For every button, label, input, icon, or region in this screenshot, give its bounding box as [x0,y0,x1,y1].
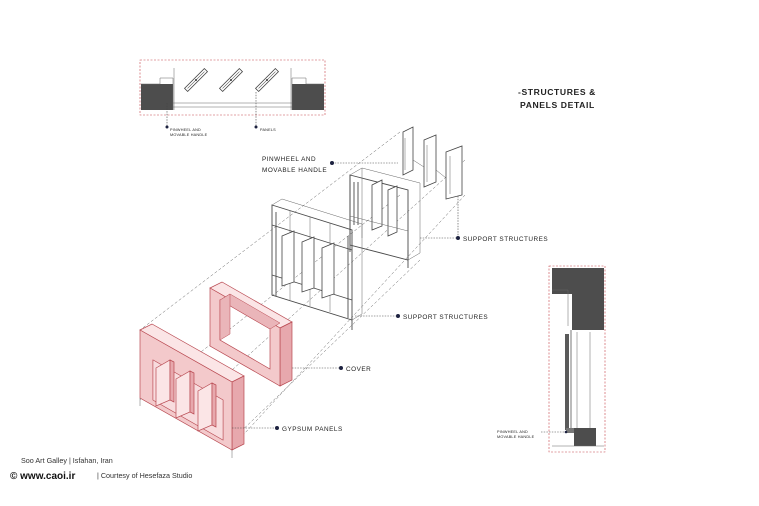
support-lower-label: SUPPORT STRUCTURES [403,314,488,321]
plan-panel-1 [183,67,209,93]
gypsum-side-face [231,375,245,451]
upper-support-panel-2 [387,185,398,237]
section-floor-block [574,428,596,446]
upper-support-structure [349,167,421,268]
plan-panel-2 [218,67,244,93]
detail-title-line-2: PANELS DETAIL [520,100,595,110]
lower-support-panel-2 [301,236,315,293]
plan-left-wall-outline [141,77,174,110]
plan-panels-label: PANELS [260,128,276,132]
pinwheel-panel-group [402,126,463,200]
plan-detail-frame [139,59,326,116]
projection-line-5 [231,259,421,441]
cover-frame [209,281,293,387]
plan-right-wall [292,84,324,110]
pinwheel-panel-2 [423,134,437,188]
upper-support-depth [349,167,421,261]
section-wall-outline [552,289,569,326]
site-credit[interactable]: © www.caoi.ir [10,471,75,482]
support-upper-label: SUPPORT STRUCTURES [463,236,548,243]
project-credit: Soo Art Galley | Isfahan, Iran [21,456,113,465]
leader-dot-icon [339,366,343,370]
plan-right-wall-outline [291,77,324,110]
pinwheel-panel-3 [445,145,463,200]
section-pinwheel-label-2: MOVABLE HANDLE [497,435,535,439]
detail-title-line-1: -STRUCTURES & [518,87,596,97]
pinwheel-label-1: PINWHEEL AND [262,156,316,163]
exploded-axonometric: PINWHEEL AND MOVABLE HANDLE SUPPORT STRU… [139,126,548,458]
upper-support-panel-1 [371,179,383,231]
cover-side-face [279,321,293,387]
projection-line-1 [139,131,401,331]
lower-support-structure [271,198,363,330]
gypsum-panel-2 [175,370,191,419]
gypsum-panels-wall [139,323,245,458]
lower-support-panel-1 [281,230,295,287]
lower-support-panel-3 [321,242,335,299]
projection-line-4 [231,194,466,448]
section-detail-frame [548,265,606,453]
pinwheel-panel-1 [402,126,414,176]
leader-dot-icon [275,426,279,430]
plan-panel-3 [254,67,280,93]
gypsum-panel-1 [155,359,171,407]
section-pinwheel-label-1: PINWHEEL AND [497,430,528,434]
leader-dot-icon [165,125,169,129]
leader-dot-icon [330,161,334,165]
section-handle [566,428,574,433]
cover-label: COVER [346,366,371,373]
courtesy-credit: | Courtesy of Hesefaza Studio [97,471,192,480]
leader-dot-icon [254,125,258,129]
plan-pinwheel-label-1: PINWHEEL AND [170,128,201,132]
plan-detail: PINWHEEL AND MOVABLE HANDLE PANELS [139,59,326,137]
leader-dot-icon [564,430,568,434]
section-panel-edge [565,334,569,430]
projection-line-2 [231,159,466,371]
leader-dot-icon [396,314,400,318]
section-detail: PINWHEEL AND MOVABLE HANDLE [497,265,606,453]
section-top-wall [552,268,604,330]
leader-dot-icon [456,236,460,240]
gypsum-panel-3 [197,382,213,432]
pinwheel-label-2: MOVABLE HANDLE [262,167,327,174]
plan-left-wall [141,84,173,110]
plan-pinwheel-label-2: MOVABLE HANDLE [170,133,208,137]
gypsum-label: GYPSUM PANELS [282,426,343,433]
